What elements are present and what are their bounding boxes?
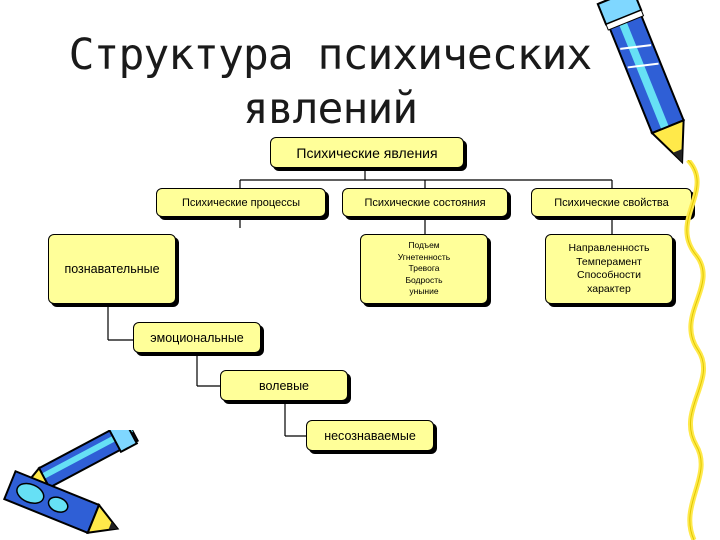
page-title: Структура психических явлений <box>60 28 600 136</box>
node-psychic-processes: Психические процессы <box>156 188 326 217</box>
node-emotional: эмоциональные <box>133 322 261 353</box>
node-psychic-states: Психические состояния <box>342 188 508 217</box>
node-properties-list: Направленность Темперамент Способности х… <box>545 234 673 304</box>
node-psychic-phenomena-label: Психические явления <box>296 144 438 161</box>
pencils-icon-bottom-left <box>2 430 140 535</box>
properties-list-item: Способности <box>577 269 641 281</box>
title-line-1: Структура психических <box>68 30 593 80</box>
pencil-icon-top-right <box>596 0 685 165</box>
properties-list-item: Темперамент <box>576 255 642 268</box>
node-unconscious-label: несознаваемые <box>324 428 416 443</box>
properties-list-item: характер <box>587 282 631 295</box>
node-psychic-processes-label: Психические процессы <box>181 196 301 209</box>
node-volitional-label: волевые <box>259 378 309 393</box>
node-states-list: Подъем Угнетенность Тревога Бодрость уны… <box>360 234 488 304</box>
title-line-2: явлений <box>242 84 418 134</box>
node-unconscious: несознаваемые <box>306 420 434 451</box>
states-list-item: уныние <box>409 286 439 297</box>
node-cognitive-label: познавательные <box>64 262 160 276</box>
states-list-item: Тревога <box>408 263 440 274</box>
node-psychic-phenomena: Психические явления <box>270 137 464 168</box>
states-list-item: Подъем <box>408 240 440 251</box>
node-cognitive: познавательные <box>48 234 176 304</box>
node-emotional-label: эмоциональные <box>150 330 244 345</box>
states-list-item: Угнетенность <box>397 251 451 262</box>
node-psychic-states-label: Психические состояния <box>364 196 486 209</box>
node-psychic-properties: Психические свойства <box>531 188 692 217</box>
states-list-item: Бодрость <box>405 274 443 285</box>
wavy-line-decoration <box>684 160 706 540</box>
node-psychic-properties-label: Психические свойства <box>554 196 669 209</box>
node-volitional: волевые <box>220 370 348 401</box>
properties-list-item: Направленность <box>568 242 650 254</box>
